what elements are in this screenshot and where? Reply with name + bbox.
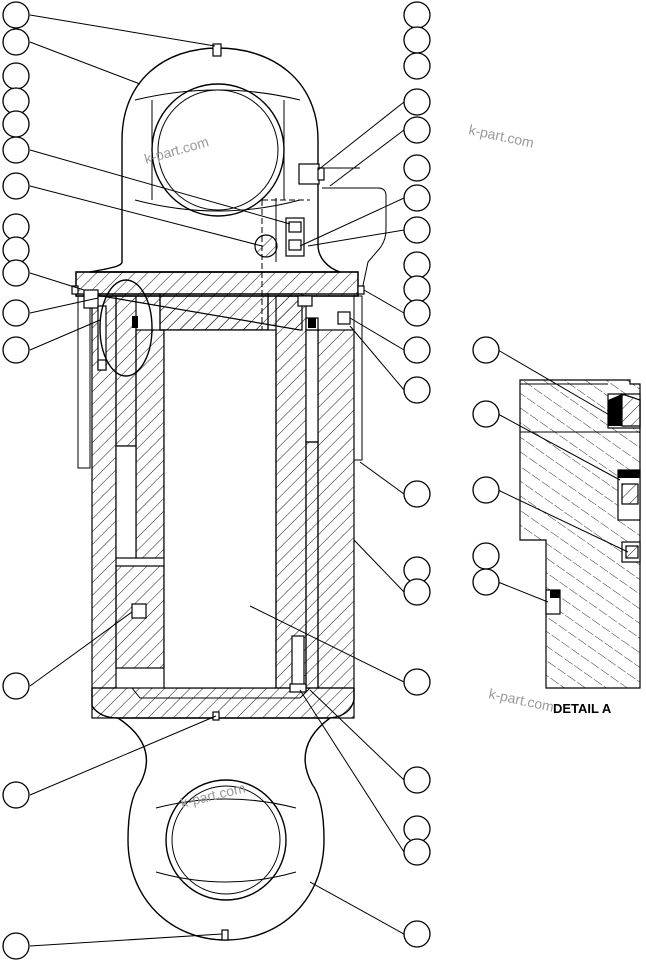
callout-balloon	[2, 932, 30, 960]
watermark-3: k-part.com	[487, 685, 555, 714]
leader-lines	[29, 14, 629, 947]
bottom-clevis-eye	[117, 717, 331, 941]
callouts-detail-a	[472, 336, 500, 596]
callout-balloon	[2, 781, 30, 809]
callout-balloon	[403, 766, 431, 794]
callout-balloon	[403, 920, 431, 948]
callout-balloon	[2, 259, 30, 287]
callout-balloon	[403, 336, 431, 364]
cylinder-body	[71, 271, 365, 721]
callout-balloon	[403, 184, 431, 212]
callout-balloon	[2, 172, 30, 200]
callout-balloon	[403, 88, 431, 116]
callouts-left	[2, 1, 30, 960]
callout-balloon	[2, 136, 30, 164]
callout-balloon	[2, 110, 30, 138]
callout-balloon	[403, 1, 431, 29]
callout-balloon	[403, 251, 431, 279]
callout-balloon	[2, 1, 30, 29]
callout-balloon	[472, 542, 500, 570]
callout-balloon	[2, 62, 30, 90]
callout-balloon	[2, 213, 30, 241]
callout-balloon	[403, 578, 431, 606]
callout-balloon	[403, 838, 431, 866]
callout-balloon	[403, 216, 431, 244]
watermark-1: k-part.com	[467, 121, 535, 150]
callout-balloon	[2, 336, 30, 364]
callout-balloon	[472, 400, 500, 428]
callout-balloon	[403, 154, 431, 182]
callout-balloon	[2, 299, 30, 327]
callouts-right	[403, 1, 431, 948]
callout-balloon	[403, 376, 431, 404]
callout-balloon	[403, 480, 431, 508]
callout-balloon	[403, 52, 431, 80]
callout-balloon	[403, 26, 431, 54]
callout-balloon	[403, 815, 431, 843]
watermark-4: k-part.com	[179, 779, 247, 811]
callout-balloon	[403, 668, 431, 696]
detail-a-view	[519, 379, 641, 689]
callout-balloon	[403, 275, 431, 303]
callout-balloon	[472, 476, 500, 504]
callout-balloon	[2, 28, 30, 56]
callout-balloon	[2, 87, 30, 115]
callout-balloon	[472, 336, 500, 364]
callout-balloon	[2, 236, 30, 264]
callout-balloon	[403, 116, 431, 144]
callout-balloon	[2, 672, 30, 700]
callout-balloon	[403, 299, 431, 327]
detail-a-label: DETAIL A	[553, 701, 612, 716]
callout-balloon	[472, 568, 500, 596]
top-rod-eye	[89, 43, 387, 330]
